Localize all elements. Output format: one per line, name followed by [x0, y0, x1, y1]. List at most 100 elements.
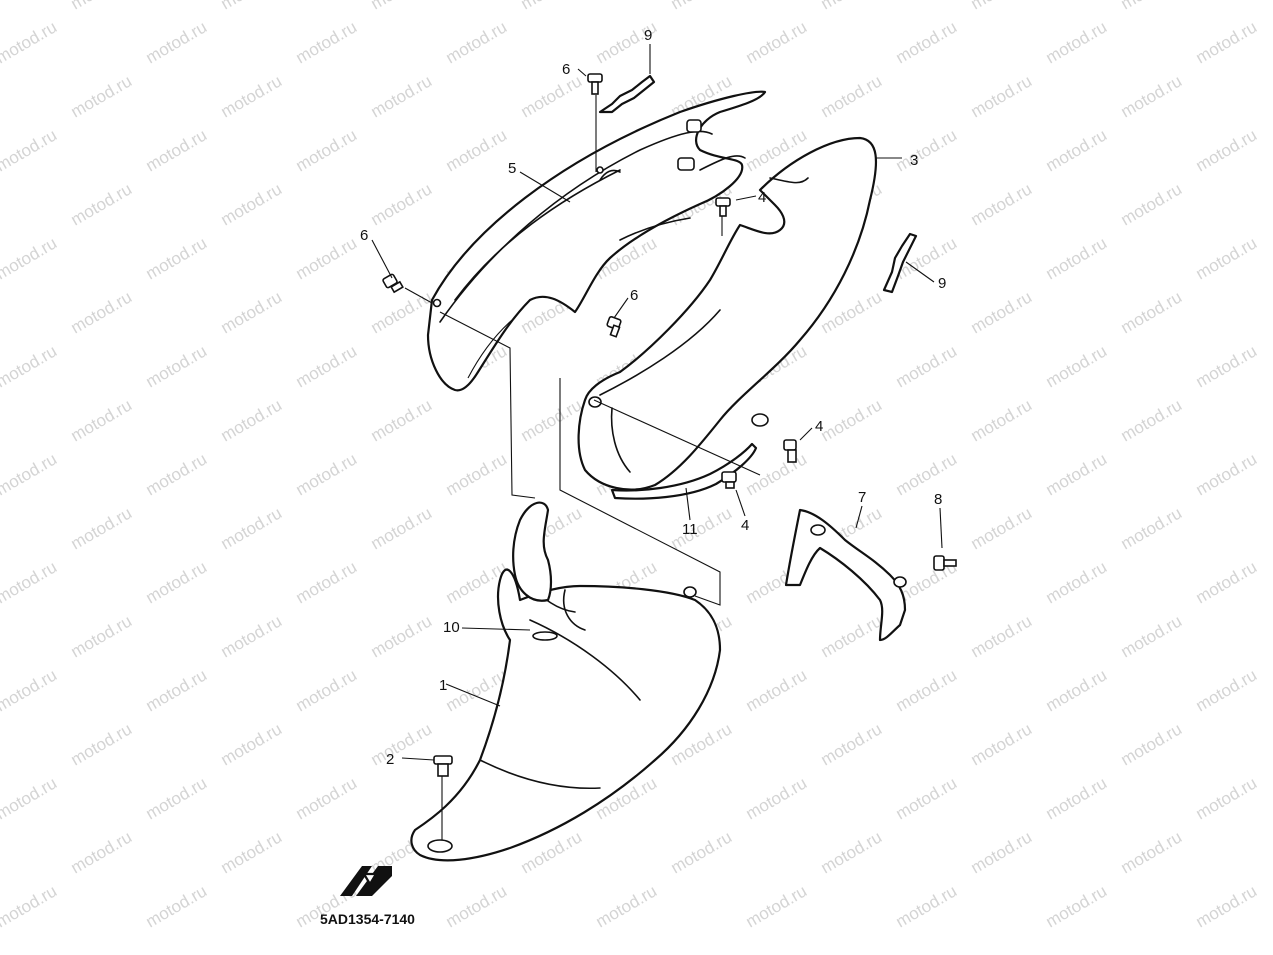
watermark-text: motod.ru — [1193, 557, 1261, 607]
watermark-text: motod.ru — [368, 71, 436, 121]
watermark-text: motod.ru — [1118, 719, 1186, 769]
watermark-text: motod.ru — [293, 557, 361, 607]
watermark-text: motod.ru — [893, 773, 961, 823]
screw-icon — [433, 755, 453, 777]
screw-icon — [715, 197, 731, 217]
watermark-text: motod.ru — [143, 773, 211, 823]
watermark-text: motod.ru — [0, 125, 60, 175]
watermark-text: motod.ru — [1043, 881, 1111, 931]
watermark-text: motod.ru — [1193, 449, 1261, 499]
watermark-text: motod.ru — [68, 179, 136, 229]
watermark-text: motod.ru — [368, 503, 436, 553]
watermark-text: motod.ru — [1193, 881, 1261, 931]
watermark-text: motod.ru — [893, 17, 961, 67]
watermark-text: motod.ru — [0, 773, 60, 823]
watermark-text: motod.ru — [368, 719, 436, 769]
watermark-text: motod.ru — [293, 449, 361, 499]
screw-icon — [587, 73, 603, 95]
watermark-text: motod.ru — [68, 827, 136, 877]
callout-6: 6 — [562, 61, 570, 78]
watermark-text: motod.ru — [68, 503, 136, 553]
watermark-text: motod.ru — [518, 0, 586, 13]
watermark-text: motod.ru — [1118, 395, 1186, 445]
watermark-text: motod.ru — [743, 17, 811, 67]
watermark-text: motod.ru — [668, 0, 736, 13]
callout-6: 6 — [630, 287, 638, 304]
watermark-text: motod.ru — [368, 287, 436, 337]
watermark-text: motod.ru — [143, 125, 211, 175]
callout-1: 1 — [439, 677, 447, 694]
watermark-text: motod.ru — [68, 71, 136, 121]
watermark-text: motod.ru — [68, 0, 136, 13]
watermark-text: motod.ru — [968, 287, 1036, 337]
watermark-text: motod.ru — [1118, 611, 1186, 661]
callout-9: 9 — [644, 27, 652, 44]
watermark-text: motod.ru — [968, 719, 1036, 769]
callout-7: 7 — [858, 489, 866, 506]
watermark-text: motod.ru — [443, 125, 511, 175]
watermark-text: motod.ru — [818, 71, 886, 121]
watermark-text: motod.ru — [593, 881, 661, 931]
watermark-text: motod.ru — [218, 179, 286, 229]
callout-8: 8 — [934, 491, 942, 508]
watermark-text: motod.ru — [143, 233, 211, 283]
callout-10: 10 — [443, 619, 460, 636]
watermark-text: motod.ru — [818, 719, 886, 769]
watermark-text: motod.ru — [968, 611, 1036, 661]
watermark-text: motod.ru — [143, 341, 211, 391]
watermark-text: motod.ru — [218, 395, 286, 445]
watermark-text: motod.ru — [0, 449, 60, 499]
callout-4: 4 — [815, 418, 823, 435]
watermark-text: motod.ru — [293, 773, 361, 823]
watermark-text: motod.ru — [1043, 665, 1111, 715]
watermark-text: motod.ru — [743, 665, 811, 715]
part-upper-side-cover — [426, 90, 767, 392]
callout-9: 9 — [938, 275, 946, 292]
watermark-text: motod.ru — [143, 449, 211, 499]
watermark-text: motod.ru — [0, 881, 60, 931]
watermark-text: motod.ru — [893, 881, 961, 931]
watermark-text: motod.ru — [218, 287, 286, 337]
callout-11: 11 — [682, 521, 698, 538]
diagram-part-number: 5AD1354-7140 — [320, 911, 415, 927]
watermark-text: motod.ru — [293, 17, 361, 67]
assembly-lines — [404, 95, 761, 840]
watermark-text: motod.ru — [668, 503, 736, 553]
watermark-text: motod.ru — [1193, 665, 1261, 715]
watermark-text: motod.ru — [368, 179, 436, 229]
watermark-text: motod.ru — [968, 503, 1036, 553]
callout-5: 5 — [508, 160, 516, 177]
watermark-text: motod.ru — [293, 665, 361, 715]
watermark-text: motod.ru — [743, 881, 811, 931]
watermark-text: motod.ru — [743, 449, 811, 499]
callout-4: 4 — [741, 517, 749, 534]
callout-6: 6 — [360, 227, 368, 244]
watermark-text: motod.ru — [293, 341, 361, 391]
watermark-text: motod.ru — [968, 179, 1036, 229]
watermark-text: motod.ru — [68, 287, 136, 337]
watermark-text: motod.ru — [143, 665, 211, 715]
callout-2: 2 — [386, 751, 394, 768]
catalog-symbol-icon — [340, 866, 392, 896]
watermark-text: motod.ru — [818, 827, 886, 877]
watermark-text: motod.ru — [1118, 0, 1186, 13]
screw-icon — [783, 439, 797, 463]
watermark-text: motod.ru — [443, 881, 511, 931]
watermark-text: motod.ru — [218, 0, 286, 13]
watermark-text: motod.ru — [218, 503, 286, 553]
fasteners — [382, 73, 957, 777]
watermark-text: motod.ru — [293, 125, 361, 175]
watermark-text: motod.ru — [968, 395, 1036, 445]
watermark-text: motod.ru — [443, 17, 511, 67]
watermark-text: motod.ru — [68, 395, 136, 445]
watermark-text: motod.ru — [1118, 287, 1186, 337]
part-rear-side-cover — [577, 136, 877, 491]
watermark-text: motod.ru — [68, 611, 136, 661]
watermark-text: motod.ru — [1118, 827, 1186, 877]
watermark-text: motod.ru — [1118, 71, 1186, 121]
watermark-text: motod.ru — [968, 827, 1036, 877]
watermark-text: motod.ru — [1043, 341, 1111, 391]
watermark-text: motod.ru — [0, 341, 60, 391]
watermark-text: motod.ru — [518, 71, 586, 121]
watermark-text: motod.ru — [968, 71, 1036, 121]
